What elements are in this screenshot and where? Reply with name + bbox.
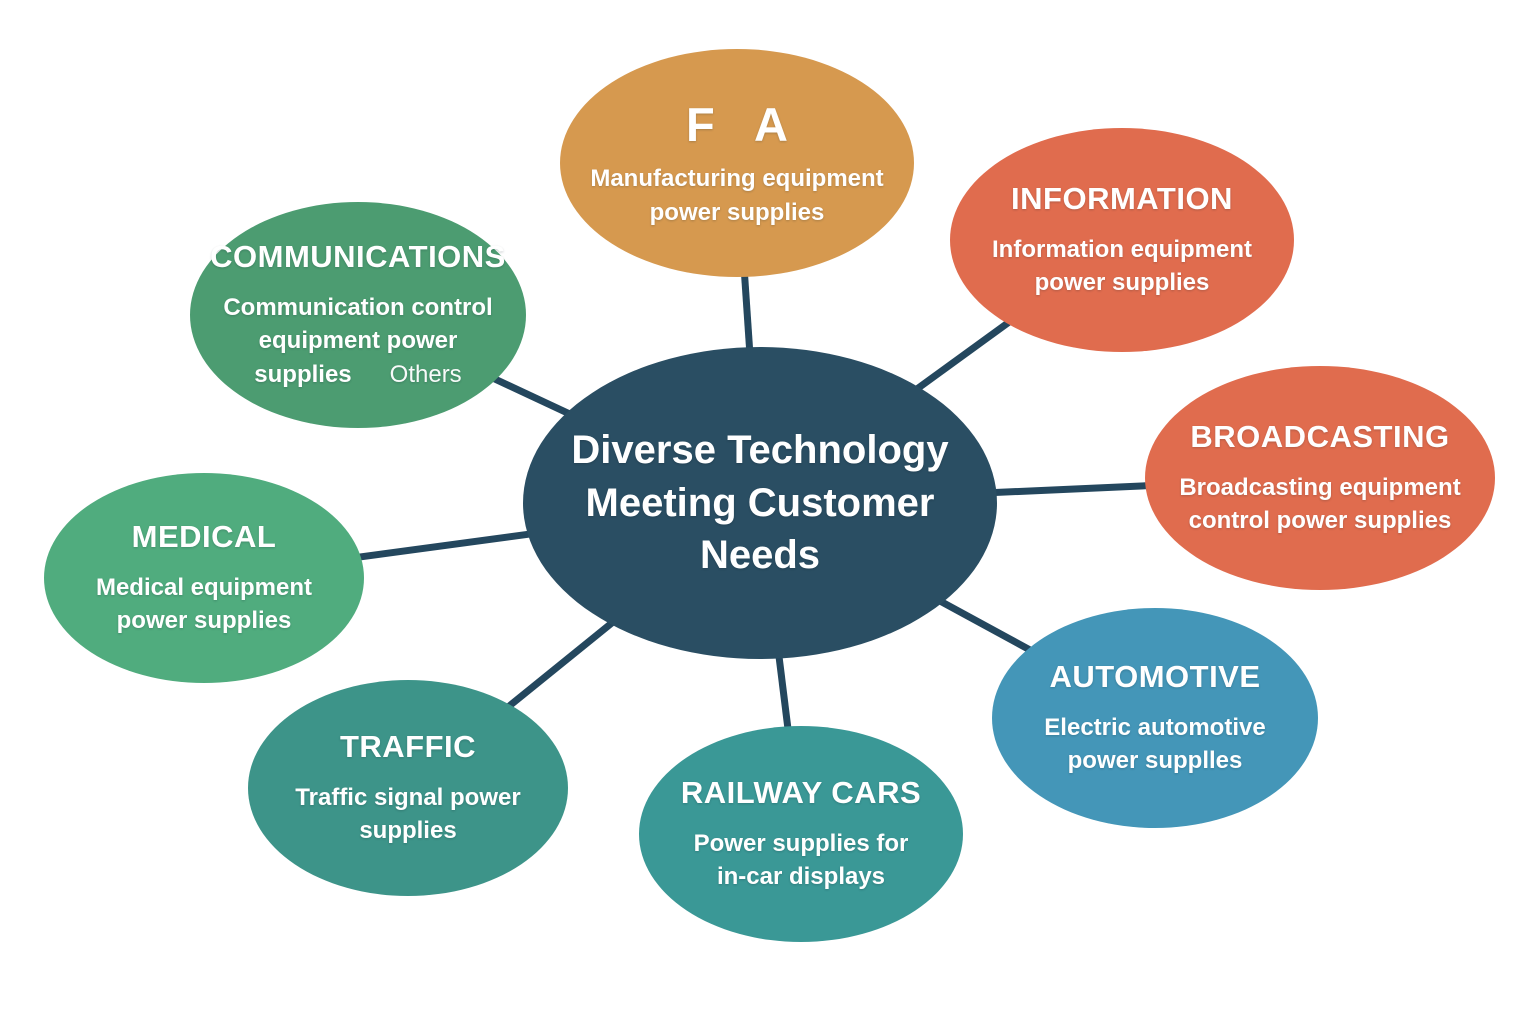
node-desc-line: control power supplies xyxy=(1179,504,1460,537)
node-desc-text: control power supplies xyxy=(1188,507,1452,534)
node-desc-line: Traffic signal power xyxy=(295,781,520,814)
others-label: Others xyxy=(389,360,462,388)
node-broadcasting: BROADCASTING Broadcasting equipment contro… xyxy=(1145,366,1495,590)
node-desc: Medical equipment power supplies xyxy=(96,571,312,637)
node-desc-text: Electric automotive xyxy=(1044,713,1266,741)
node-desc-line: Communication control xyxy=(223,291,492,324)
node-desc-line: Information equipment xyxy=(992,233,1252,266)
node-information: INFORMATION Information equipment power su… xyxy=(950,128,1294,352)
node-desc-line: equipment power xyxy=(223,324,492,357)
node-desc: Communication control equipment power supp… xyxy=(223,291,492,390)
node-desc: Electric automotive power supplles xyxy=(1044,711,1265,777)
node-desc-line: supplies xyxy=(295,814,520,847)
node-desc-line: supplies Others xyxy=(223,358,492,391)
node-title: TRAFFIC xyxy=(339,728,477,764)
node-railway-cars: RAILWAY CARS Power supplies for in-car dis… xyxy=(639,726,963,942)
node-automotive: AUTOMOTIVE Electric automotive power suppl… xyxy=(992,608,1318,828)
node-traffic: TRAFFIC Traffic signal power supplies xyxy=(248,680,568,896)
node-desc-text: power supplies xyxy=(116,607,292,634)
node-desc-line: Broadcasting equipment xyxy=(1179,471,1460,504)
node-title: BROADCASTING xyxy=(1190,418,1450,454)
node-desc-line: power supplies xyxy=(992,266,1252,299)
node-desc: Manufacturing equipment power supplies xyxy=(590,162,883,228)
node-desc-text: Medical equipment xyxy=(95,573,313,601)
node-desc-text: Broadcasting equipment xyxy=(1179,473,1461,501)
node-desc-text: power supplles xyxy=(1067,747,1243,774)
node-medical: MEDICAL Medical equipment power supplies xyxy=(44,473,364,683)
node-desc: Broadcasting equipment control power supp… xyxy=(1179,471,1460,537)
node-title: AUTOMOTIVE xyxy=(1049,658,1261,694)
center-title-line: Needs xyxy=(699,533,821,578)
node-desc-line: Electric automotive xyxy=(1044,711,1265,744)
node-desc-line: Medical equipment xyxy=(96,571,312,604)
node-desc-text: supplies xyxy=(254,360,352,388)
node-desc-text: supplies xyxy=(359,817,457,844)
node-title: INFORMATION xyxy=(1011,180,1233,216)
node-desc: Information equipment power supplies xyxy=(992,233,1252,299)
node-desc-text: power supplies xyxy=(1034,269,1210,296)
node-desc-text: Power supplies for xyxy=(693,829,909,857)
center-title-line: Diverse Technology xyxy=(571,427,949,472)
node-desc: Traffic signal power supplies xyxy=(295,781,520,847)
node-fa: F A Manufacturing equipment power supplies xyxy=(560,49,914,277)
node-desc-text: Information equipment xyxy=(992,235,1252,263)
node-desc-line: power supplies xyxy=(590,196,883,229)
node-communications: COMMUNICATIONS Communication control equip… xyxy=(190,202,526,428)
node-title: F A xyxy=(686,98,802,152)
node-desc-line: power supplies xyxy=(96,604,312,637)
node-title: MEDICAL xyxy=(131,518,277,554)
node-title: COMMUNICATIONS xyxy=(210,239,506,275)
node-desc-line: power supplles xyxy=(1044,744,1265,777)
node-desc-text: Manufacturing equipment xyxy=(590,165,884,193)
node-desc-text: in-car displays xyxy=(716,863,886,890)
node-desc-line: Power supplies for xyxy=(694,827,909,860)
node-desc-text: equipment power xyxy=(258,327,458,355)
node-desc-line: in-car displays xyxy=(694,860,909,893)
node-desc-line: Manufacturing equipment xyxy=(590,162,883,195)
node-desc-text: power supplies xyxy=(649,198,825,226)
node-desc-text: Traffic signal power xyxy=(295,783,521,811)
center-title-line: Meeting Customer xyxy=(585,480,935,525)
node-desc: Power supplies for in-car displays xyxy=(694,827,909,893)
node-title: RAILWAY CARS xyxy=(680,774,922,810)
node-desc-text: Communication control xyxy=(223,294,493,322)
